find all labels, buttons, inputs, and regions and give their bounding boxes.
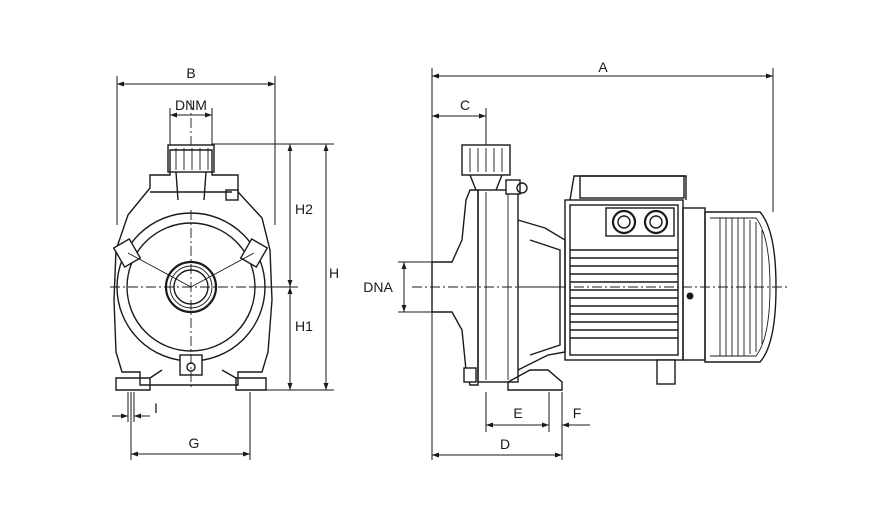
label-e: E — [513, 405, 522, 421]
label-dna: DNA — [363, 279, 393, 295]
label-h2: H2 — [295, 201, 313, 217]
label-h: H — [329, 265, 339, 281]
label-g: G — [189, 435, 200, 451]
label-h1: H1 — [295, 318, 313, 334]
label-a: A — [598, 59, 608, 75]
label-d: D — [500, 436, 510, 452]
label-i: I — [154, 400, 158, 416]
label-b: B — [186, 65, 195, 81]
dimension-labels: B DNM H2 H H1 I G A C DNA E F D — [154, 59, 608, 452]
label-c: C — [460, 97, 470, 113]
side-view — [412, 110, 790, 391]
motor-fins — [570, 249, 678, 339]
front-dimensions — [112, 76, 334, 460]
label-f: F — [573, 405, 582, 421]
label-dnm: DNM — [175, 97, 207, 113]
side-dimensions — [398, 68, 774, 460]
